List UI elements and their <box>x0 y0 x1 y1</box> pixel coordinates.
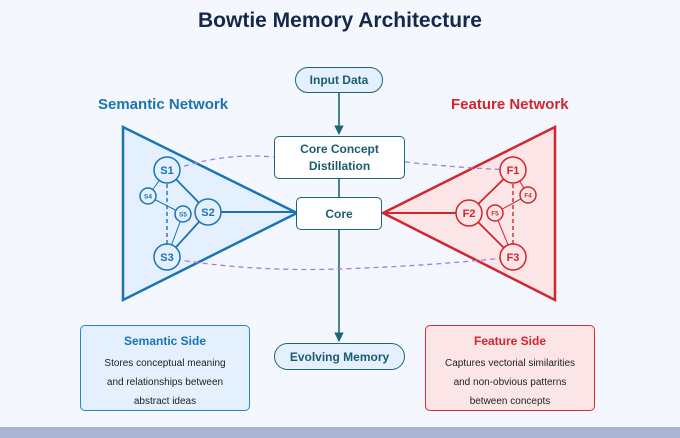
feature-side-description: Captures vectorial similarities and non-… <box>426 354 594 411</box>
desc-line: and relationships between <box>106 377 224 388</box>
semantic-side-description: Stores conceptual meaning and relationsh… <box>81 354 249 411</box>
semantic-side-title: Semantic Side <box>123 334 207 348</box>
semantic-network-label: Semantic Network <box>98 96 229 113</box>
semantic-node-label: S5 <box>179 212 187 219</box>
desc-line: Captures vectorial similarities <box>444 358 576 369</box>
semantic-node-s1[interactable] <box>153 156 181 184</box>
page-title: Bowtie Memory Architecture <box>198 9 482 32</box>
feature-node-label: F1 <box>507 165 520 177</box>
semantic-node-s3[interactable] <box>153 243 181 271</box>
cross-link-bottom <box>166 256 514 271</box>
semantic-node-s4[interactable] <box>139 187 157 205</box>
feature-network-label: Feature Network <box>451 96 569 113</box>
concept-label-line1: Core Concept <box>300 141 379 156</box>
feature-node-f3[interactable] <box>499 243 527 271</box>
evolving-memory-label: Evolving Memory <box>289 349 390 364</box>
core-label: Core <box>325 206 353 221</box>
semantic-node-label: S1 <box>160 165 173 177</box>
evolving-memory-node[interactable]: Evolving Memory <box>274 343 405 370</box>
desc-line: abstract ideas <box>133 396 197 407</box>
feature-node-f1[interactable] <box>499 156 527 184</box>
semantic-side-box: Semantic Side Stores conceptual meaning … <box>80 325 250 411</box>
input-data-label: Input Data <box>309 73 369 87</box>
desc-line: and non-obvious patterns <box>453 377 567 388</box>
semantic-node-label: S3 <box>160 252 173 264</box>
semantic-node-label: S4 <box>144 194 152 201</box>
feature-side-title: Feature Side <box>473 334 547 348</box>
semantic-node-s5[interactable] <box>174 205 192 223</box>
desc-line: between concepts <box>469 396 551 407</box>
feature-node-f4[interactable] <box>519 186 537 204</box>
core-node[interactable]: Core <box>296 197 382 230</box>
feature-node-label: F3 <box>507 252 520 264</box>
feature-node-f5[interactable] <box>486 204 504 222</box>
feature-node-label: F5 <box>491 211 499 218</box>
desc-line: Stores conceptual meaning <box>104 358 226 369</box>
semantic-node-s2[interactable] <box>194 198 222 226</box>
feature-node-label: F4 <box>524 193 532 200</box>
cross-link-top-right <box>404 161 514 171</box>
concept-label-line2: Distillation <box>308 158 371 173</box>
input-data-node[interactable]: Input Data <box>295 67 383 93</box>
core-concept-distillation-node[interactable]: Core Concept Distillation <box>274 136 405 179</box>
semantic-node-label: S2 <box>201 207 214 219</box>
feature-side-box: Feature Side Captures vectorial similari… <box>425 325 595 411</box>
feature-node-label: F2 <box>463 208 476 220</box>
feature-node-f2[interactable] <box>455 199 483 227</box>
